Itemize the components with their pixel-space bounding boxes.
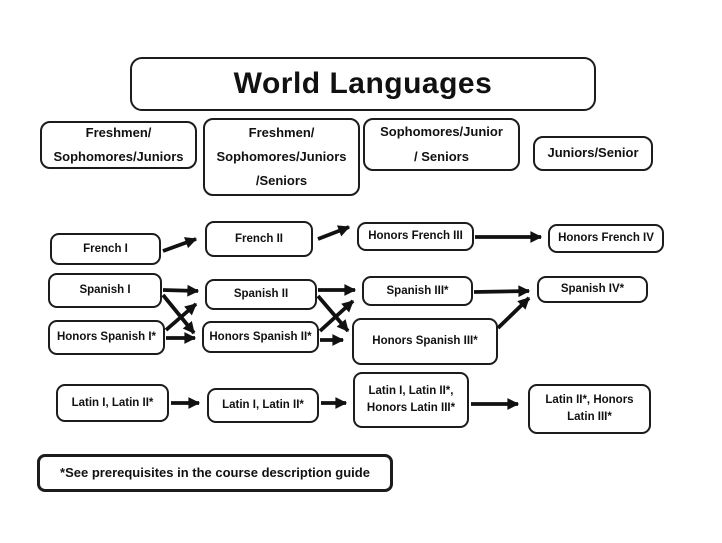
node-honors-spanish-iii: Honors Spanish III* — [352, 318, 498, 365]
page-title: World Languages — [130, 57, 596, 111]
column-header-freshmen-sophomores-juniors: Freshmen/ Sophomores/Juniors — [40, 121, 197, 169]
node-latin-i-latin-ii-col2: Latin I, Latin II* — [207, 388, 319, 423]
node-spanish-i: Spanish I — [48, 273, 162, 308]
edge-spanish-i-honors-spanish-ii — [161, 293, 196, 335]
prerequisites-note: *See prerequisites in the course descrip… — [37, 454, 393, 492]
node-spanish-iv: Spanish IV* — [537, 276, 648, 303]
node-spanish-ii: Spanish II — [205, 279, 317, 310]
edge-spanish-iii-spanish-iv — [473, 285, 531, 298]
edge-spanish-ii-honors-spanish-iii — [316, 294, 350, 333]
column-header-sophomores-junior-seniors: Sophomores/Junior / Seniors — [363, 118, 520, 171]
edge-honors-spanish-i-spanish-ii — [164, 302, 198, 332]
column-header-juniors-senior: Juniors/Senior — [533, 136, 653, 171]
node-honors-spanish-ii: Honors Spanish II* — [202, 321, 319, 353]
node-latin-i-latin-ii-honors-latin-iii: Latin I, Latin II*, Honors Latin III* — [353, 372, 469, 428]
node-latin-i-latin-ii-col1: Latin I, Latin II* — [56, 384, 169, 422]
node-french-i: French I — [50, 233, 161, 265]
node-honors-spanish-i: Honors Spanish I* — [48, 320, 165, 355]
edge-french-i-french-ii — [162, 237, 198, 253]
column-header-freshmen-sophomores-juniors-seniors: Freshmen/ Sophomores/Juniors /Seniors — [203, 118, 360, 196]
node-honors-french-iii: Honors French III — [357, 222, 474, 251]
node-latin-ii-honors-latin-iii: Latin II*, Honors Latin III* — [528, 384, 651, 434]
edge-honors-spanish-iii-spanish-iv — [496, 296, 531, 330]
node-french-ii: French II — [205, 221, 313, 257]
edge-french-ii-honors-french-iii — [317, 225, 351, 241]
node-spanish-iii: Spanish III* — [362, 276, 473, 306]
edge-honors-spanish-ii-spanish-iii — [318, 299, 355, 333]
edge-spanish-i-spanish-ii — [162, 284, 200, 297]
node-honors-french-iv: Honors French IV — [548, 224, 664, 253]
